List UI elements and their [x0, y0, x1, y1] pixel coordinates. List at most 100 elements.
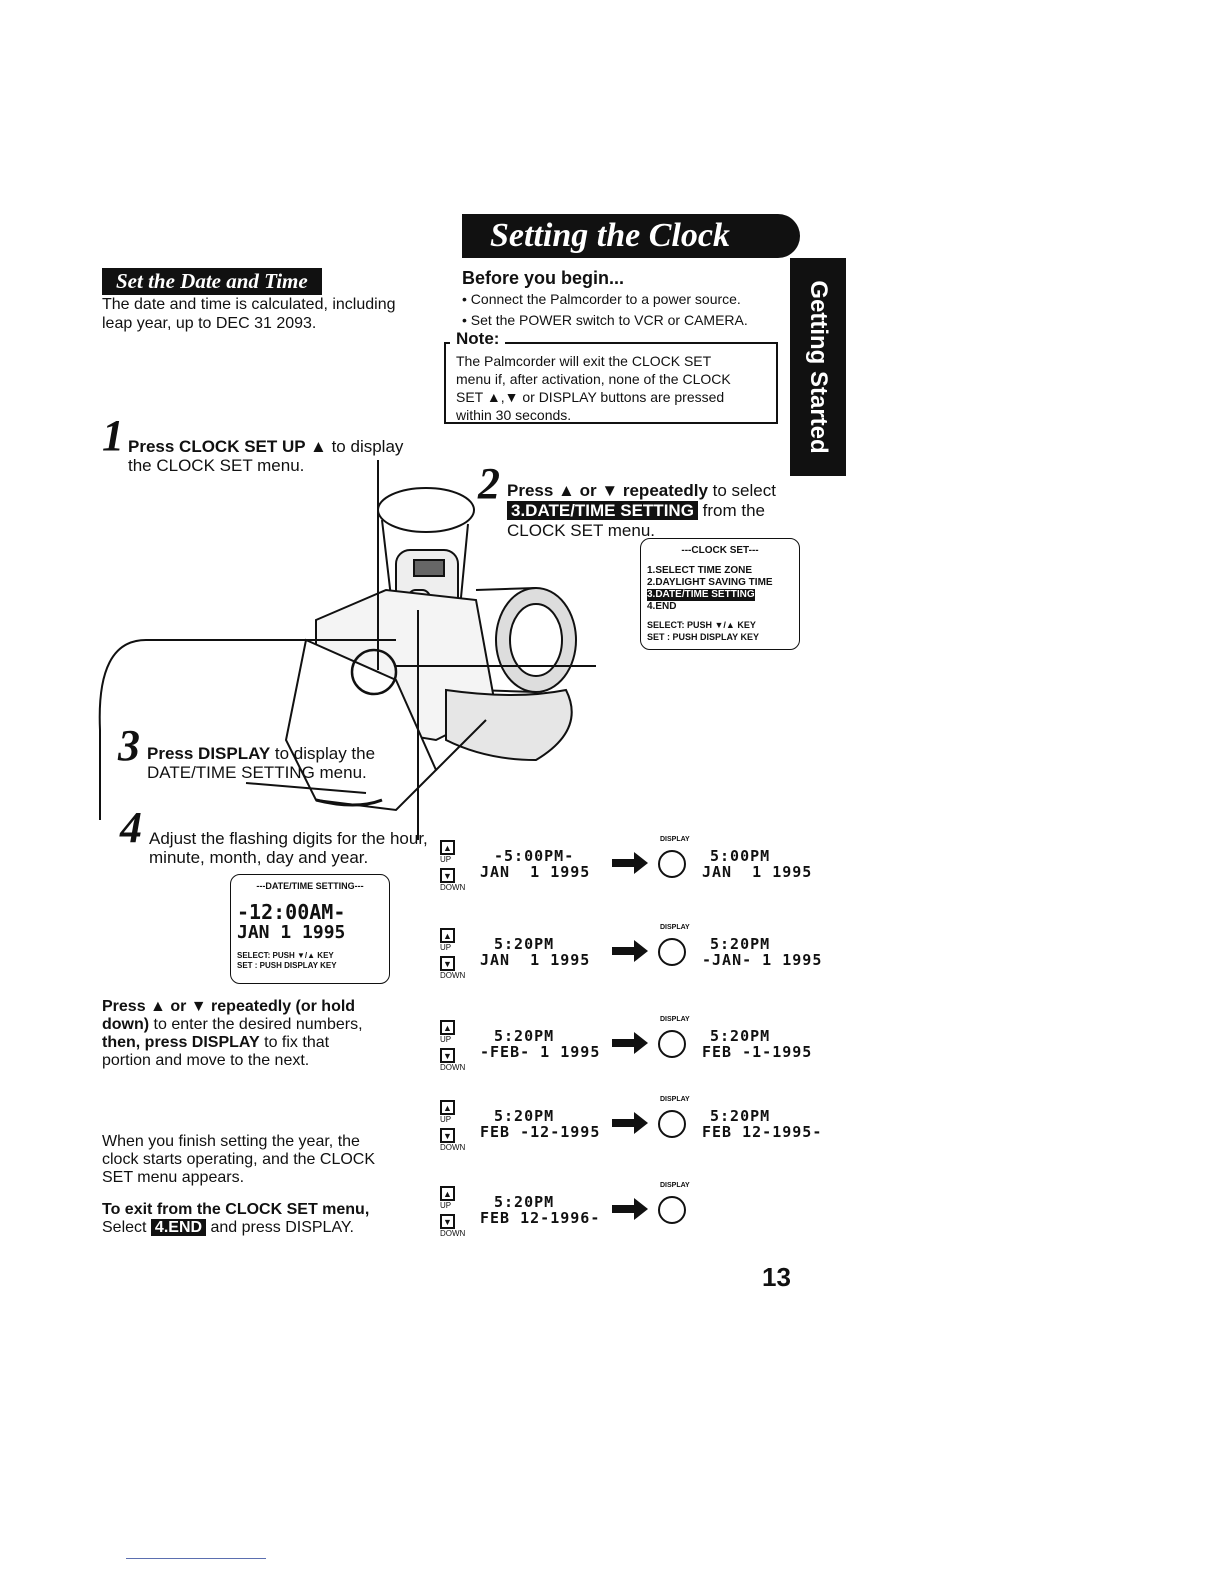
instr-bold: then, press DISPLAY: [102, 1034, 260, 1051]
down-arrow-icon: ▼: [440, 1214, 455, 1229]
after-time: 5:20PM: [710, 1107, 771, 1125]
down-label: DOWN: [440, 1229, 466, 1238]
down-label: DOWN: [440, 1063, 466, 1072]
step-2-bold: Press ▲ or ▼ repeatedly: [507, 481, 708, 500]
after-date: FEB -1-1995: [702, 1043, 813, 1061]
up-button: ▲ UP: [440, 1020, 466, 1044]
step-3-text: Press DISPLAY to display the DATE/TIME S…: [147, 744, 375, 782]
up-label: UP: [440, 943, 452, 952]
instr-bold: To exit from the CLOCK SET menu,: [102, 1201, 370, 1218]
step-4-line1: Adjust the flashing digits for the hour,: [149, 829, 428, 848]
up-button: ▲ UP: [440, 928, 466, 952]
down-label: DOWN: [440, 1143, 466, 1152]
menu-item: 1.SELECT TIME ZONE: [647, 565, 753, 576]
down-button: ▼ DOWN: [440, 868, 466, 892]
up-label: UP: [440, 1035, 452, 1044]
after-date: JAN 1 1995: [702, 863, 813, 881]
step-number: 3: [118, 721, 140, 770]
menu-select-hint: SELECT: PUSH ▼/▲ KEY: [237, 951, 334, 960]
instr-bold: Press ▲ or ▼ repeatedly (or hold: [102, 998, 356, 1015]
instr-text: clock starts operating, and the CLOCK: [102, 1151, 376, 1168]
step-2-highlight: 3.DATE/TIME SETTING: [507, 501, 698, 520]
side-tab: Getting Started: [790, 258, 846, 476]
display-label: DISPLAY: [660, 1016, 690, 1023]
step-number: 1: [102, 411, 124, 460]
up-arrow-icon: ▲: [440, 1020, 455, 1035]
down-button: ▼ DOWN: [440, 956, 466, 980]
down-button: ▼ DOWN: [440, 1128, 466, 1152]
after-time: 5:00PM: [710, 847, 771, 865]
note-label: Note:: [450, 329, 506, 349]
side-tab-label: Getting Started: [805, 280, 832, 454]
step-2-after: from the: [697, 501, 766, 520]
intro-text: The date and time is calculated, includi…: [102, 295, 432, 333]
down-arrow-icon: ▼: [440, 1048, 455, 1063]
instr-text: to enter the desired numbers,: [149, 1016, 363, 1033]
step-3-rest: to display the: [270, 744, 376, 763]
after-time: 5:20PM: [710, 935, 771, 953]
right-arrow-icon: [612, 1198, 648, 1220]
down-arrow-icon: ▼: [440, 868, 455, 883]
step-1-rest: to display: [326, 437, 404, 456]
menu-item: 2.DAYLIGHT SAVING TIME: [647, 577, 773, 588]
step-2: 2: [478, 462, 500, 506]
instruction-adjust: Press ▲ or ▼ repeatedly (or hold down) t…: [102, 998, 422, 1070]
down-label: DOWN: [440, 883, 466, 892]
down-button: ▼ DOWN: [440, 1214, 466, 1238]
camcorder-illustration: [98, 460, 596, 840]
datetime-setting-display: ---DATE/TIME SETTING--- -12:00AM- JAN 1 …: [230, 874, 390, 984]
note-line: within 30 seconds.: [456, 407, 572, 423]
menu-title: ---CLOCK SET---: [681, 545, 759, 556]
menu-date: JAN 1 1995: [237, 922, 346, 943]
display-button-icon: [658, 850, 686, 878]
step-1-bold: Press CLOCK SET UP ▲: [128, 437, 327, 456]
down-label: DOWN: [440, 971, 466, 980]
before-time: -5:00PM-: [494, 847, 575, 865]
instr-text: SET menu appears.: [102, 1169, 245, 1186]
step-number: 4: [120, 803, 142, 852]
right-arrow-icon: [612, 1112, 648, 1134]
page-title: Setting the Clock: [462, 214, 800, 258]
instr-text: to fix that: [259, 1034, 330, 1051]
before-time: 5:20PM: [494, 1193, 555, 1211]
instr-text: portion and move to the next.: [102, 1052, 310, 1069]
step-1-text: Press CLOCK SET UP ▲ to display the CLOC…: [128, 437, 403, 475]
menu-item-selected: 3.DATE/TIME SETTING: [647, 589, 755, 601]
up-arrow-icon: ▲: [440, 928, 455, 943]
before-time: 5:20PM: [494, 1027, 555, 1045]
after-time: 5:20PM: [710, 1027, 771, 1045]
footer-rule: [126, 1558, 266, 1559]
before-date: JAN 1 1995: [480, 951, 591, 969]
step-2-rest: to select: [707, 481, 776, 500]
page-number: 13: [762, 1262, 791, 1292]
display-label: DISPLAY: [660, 1096, 690, 1103]
menu-set-hint: SET : PUSH DISPLAY KEY: [647, 632, 760, 642]
display-label: DISPLAY: [660, 924, 690, 931]
up-arrow-icon: ▲: [440, 1100, 455, 1115]
after-date: -JAN- 1 1995: [702, 951, 823, 969]
step-3-bold: Press DISPLAY: [147, 744, 271, 763]
right-arrow-icon: [612, 852, 648, 874]
intro-line: leap year, up to DEC 31 2093.: [102, 315, 317, 332]
before-date: -FEB- 1 1995: [480, 1043, 601, 1061]
up-label: UP: [440, 1115, 452, 1124]
instr-text: Select: [102, 1219, 151, 1236]
instruction-finish: When you finish setting the year, the cl…: [102, 1133, 422, 1187]
step-2-text: Press ▲ or ▼ repeatedly to select 3.DATE…: [507, 481, 776, 541]
intro-line: The date and time is calculated, includi…: [102, 296, 396, 313]
before-date: JAN 1 1995: [480, 863, 591, 881]
display-label: DISPLAY: [660, 836, 690, 843]
step-3: 3: [118, 724, 140, 768]
before-title: Before you begin...: [462, 268, 625, 288]
menu-set-hint: SET : PUSH DISPLAY KEY: [237, 961, 337, 970]
up-button: ▲ UP: [440, 1100, 466, 1124]
bullet-item: • Set the POWER switch to VCR or CAMERA.: [462, 312, 748, 328]
step-4-line2: minute, month, day and year.: [149, 848, 369, 867]
step-3-line2: DATE/TIME SETTING menu.: [147, 763, 367, 782]
down-arrow-icon: ▼: [440, 1128, 455, 1143]
up-label: UP: [440, 855, 452, 864]
